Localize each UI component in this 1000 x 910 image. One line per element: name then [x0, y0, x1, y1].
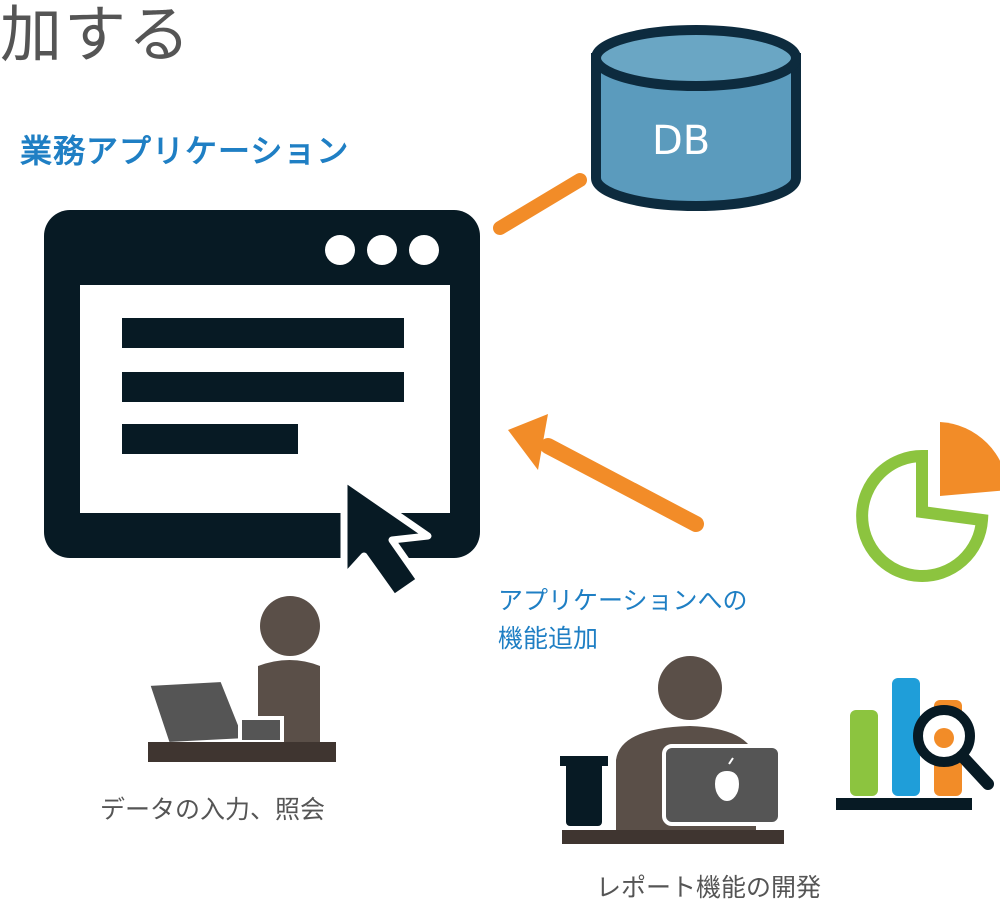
window-dot — [409, 235, 439, 265]
db-label: DB — [652, 118, 711, 164]
window-dot — [367, 235, 397, 265]
database-icon — [591, 25, 801, 211]
user-caption: データの入力、照会 — [100, 795, 326, 824]
page-heading: 加する — [0, 0, 193, 71]
bar-chart-search-icon — [836, 678, 994, 810]
app-window-icon — [44, 210, 480, 558]
content-line — [122, 318, 404, 348]
developer-caption: レポート機能の開発 — [596, 873, 822, 902]
pie-chart-icon — [856, 422, 1000, 582]
developer-laptop-icon — [560, 656, 784, 844]
content-line — [122, 424, 298, 454]
db-connector-line — [493, 173, 587, 235]
feature-add-label: アプリケーションへの 機能追加 — [498, 582, 748, 658]
feature-arrow — [508, 414, 704, 532]
coffee-cup-icon — [566, 760, 602, 826]
content-line — [122, 372, 404, 402]
window-dot — [325, 235, 355, 265]
apple-logo-icon — [714, 757, 740, 802]
feature-add-line2: 機能追加 — [498, 624, 599, 653]
feature-add-line1: アプリケーションへの — [498, 586, 748, 615]
user-laptop-icon — [145, 596, 336, 762]
app-title: 業務アプリケーション — [20, 132, 350, 170]
cursor-arrow-icon — [340, 474, 432, 602]
